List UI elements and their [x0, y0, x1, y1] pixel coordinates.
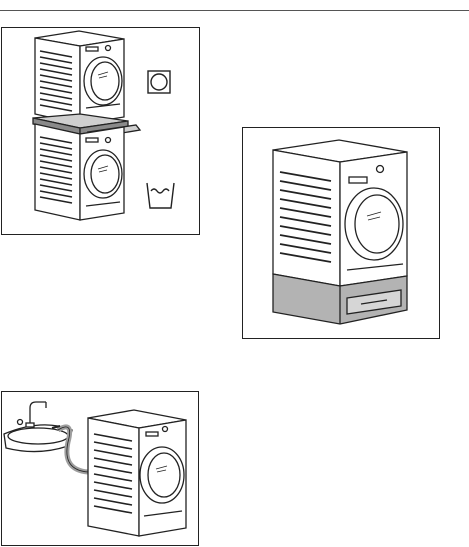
upper-dryer: [35, 31, 124, 124]
stacked-installation-illustration: [1, 27, 200, 235]
pedestal-installation-illustration: [242, 127, 440, 339]
drain-hose-illustration: [1, 391, 199, 546]
tumble-dryer-symbol: [148, 71, 170, 93]
dryer-with-hose: [88, 410, 186, 536]
page-top-rule: [0, 10, 469, 11]
dryer-on-pedestal: [273, 140, 407, 286]
pedestal-installation-drawing: [243, 128, 439, 338]
stacked-installation-drawing: [2, 28, 199, 234]
washing-machine-symbol: [147, 183, 174, 208]
drain-hose-drawing: [2, 392, 198, 545]
lower-washer: [35, 124, 124, 220]
